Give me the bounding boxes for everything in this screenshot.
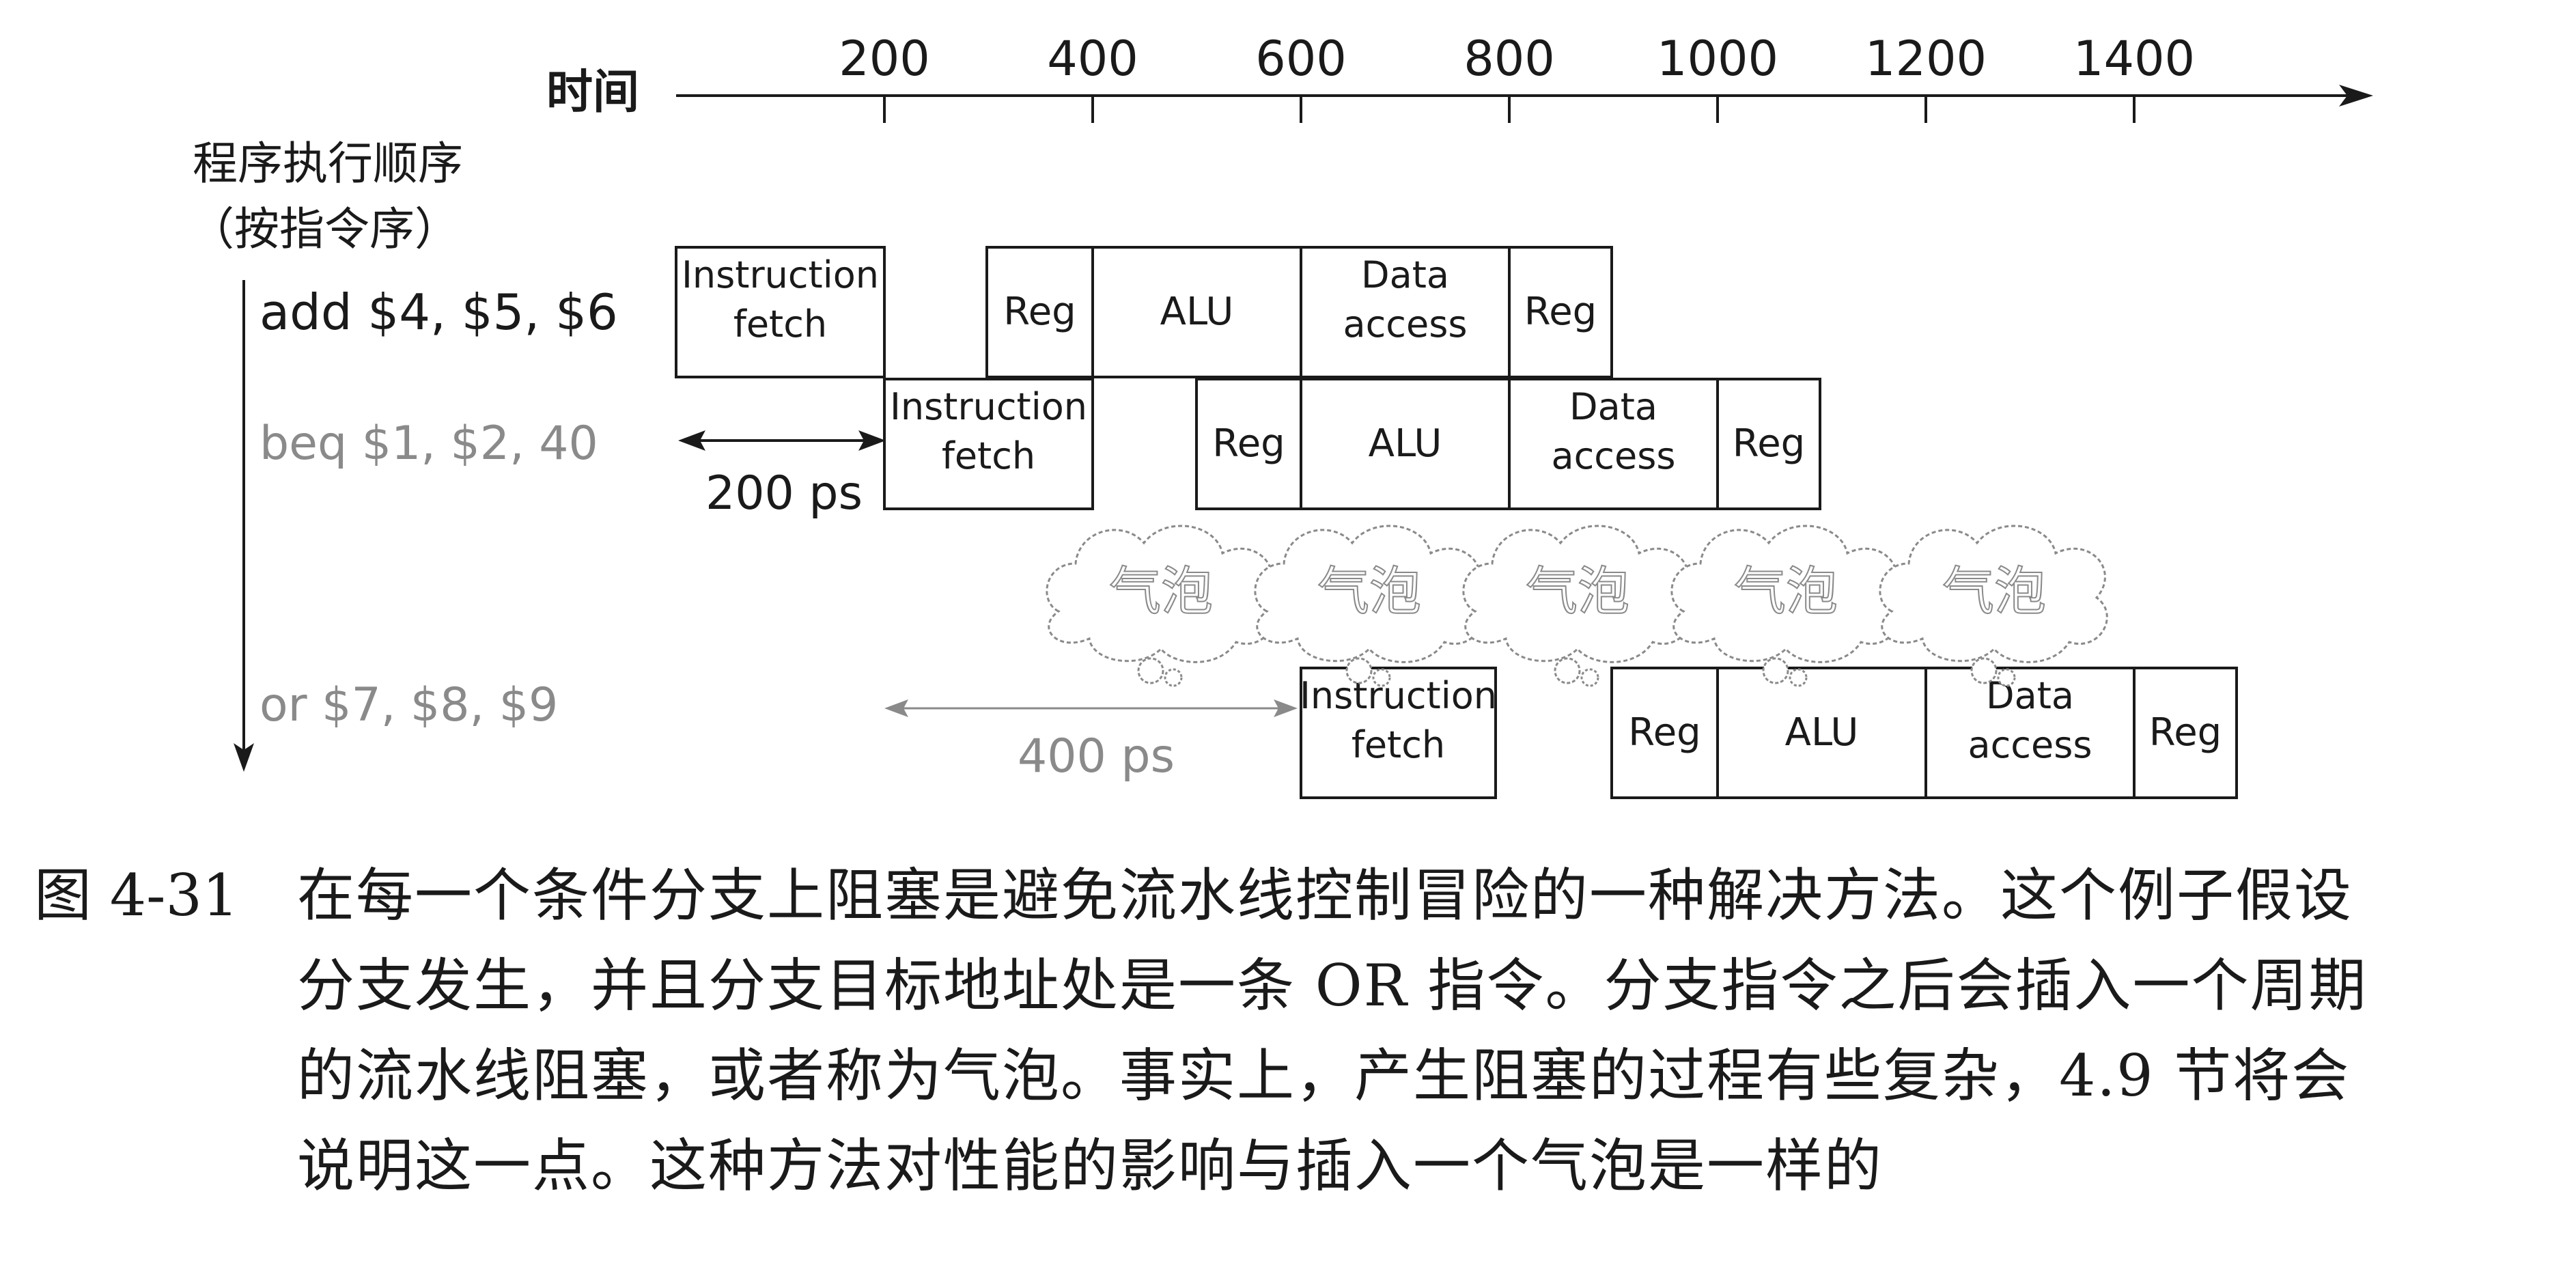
- span-200ps-arrowhead-left: [678, 430, 705, 451]
- bubble-puff: [1164, 668, 1183, 687]
- stage-reg-write-box: [1508, 246, 1613, 378]
- bubble-puff: [1762, 657, 1789, 684]
- caption-line: 在每一个条件分支上阻塞是避免流水线控制冒险的一种解决方法。这个例子假设: [297, 862, 2353, 929]
- caption-line: 分支发生，并且分支目标地址处是一条 OR 指令。分支指令之后会插入一个周期: [297, 952, 2368, 1019]
- bubble-label: 气泡: [1317, 561, 1421, 622]
- stage-reg-write-box: [1716, 378, 1821, 510]
- instruction-beq: beq $1, $2, 40: [260, 417, 598, 471]
- bubble-outline: [1879, 525, 2108, 663]
- stage-fetch-label: Instruction: [890, 385, 1087, 428]
- bubble-puff: [1137, 657, 1164, 684]
- stage-fetch-label: Instruction: [1300, 674, 1497, 717]
- time-axis: 时间 200 400 600 800 1000 1200 1400: [546, 31, 2373, 123]
- bubble-cloud: 气泡: [1254, 525, 1483, 687]
- bubble-puff: [1345, 657, 1373, 684]
- stage-fetch-label: fetch: [942, 434, 1035, 477]
- stage-alu-label: ALU: [1785, 710, 1859, 755]
- instruction-or: or $7, $8, $9: [260, 678, 558, 732]
- stage-alu-label: ALU: [1369, 421, 1442, 466]
- bubble-puff: [1997, 668, 2016, 687]
- pipeline-diagram: 时间 200 400 600 800 1000 1200 1400 程序执行顺序 （按指令序…: [189, 31, 2373, 799]
- bubble-puff: [1554, 657, 1581, 684]
- stage-reg-label: Reg: [1628, 710, 1700, 755]
- program-order-arrowhead: [234, 743, 254, 772]
- stage-reg-write-box: [2133, 667, 2238, 799]
- bubble-puff: [1970, 657, 1998, 684]
- time-tick-label: 1000: [1657, 31, 1778, 87]
- stage-data-label: Data: [1569, 385, 1657, 428]
- span-200ps-label: 200 ps: [705, 467, 863, 520]
- time-tick-label: 200: [839, 31, 930, 87]
- stage-reg-label: Reg: [1524, 290, 1597, 334]
- span-200ps-arrowhead-right: [858, 430, 886, 451]
- instruction-add: add $4, $5, $6: [260, 283, 618, 341]
- stage-data-label: access: [1343, 303, 1468, 346]
- bubble-label: 气泡: [1942, 561, 2046, 622]
- figure-number: 图 4-31: [34, 862, 239, 929]
- bubble-cloud: 气泡: [1462, 525, 1692, 687]
- stage-alu-label: ALU: [1160, 290, 1234, 334]
- program-order-label: 程序执行顺序: [193, 137, 463, 190]
- caption-text: 在每一个条件分支上阻塞是避免流水线控制冒险的一种解决方法。这个例子假设 分支发生…: [297, 850, 2368, 1211]
- stage-fetch-box: [675, 246, 886, 378]
- stage-fetch-label: Instruction: [682, 253, 879, 296]
- stage-reg-label: Reg: [1212, 421, 1285, 466]
- time-tick-label: 1400: [2073, 31, 2195, 87]
- stage-fetch-box: [1300, 667, 1497, 799]
- program-order-sublabel: （按指令序）: [189, 203, 460, 255]
- time-tick-label: 600: [1255, 31, 1347, 87]
- bubble-cloud: 气泡: [1046, 525, 1275, 687]
- caption-line: 说明这一点。这种方法对性能的影响与插入一个气泡是一样的: [297, 1132, 1884, 1199]
- stage-reg-label: Reg: [2149, 710, 2222, 755]
- span-400ps-arrowhead-right: [1274, 699, 1298, 717]
- bubble-label: 气泡: [1109, 561, 1213, 622]
- bubble-puff: [1789, 668, 1808, 687]
- bubble-label: 气泡: [1734, 561, 1838, 622]
- stage-fetch-label: fetch: [1352, 723, 1445, 766]
- bubble-cloud: 气泡: [1670, 525, 1900, 687]
- time-axis-label: 时间: [546, 66, 639, 120]
- bubbles: 气泡 气泡 气泡 气泡 气泡: [1046, 525, 2108, 687]
- stage-fetch-box: [883, 378, 1094, 510]
- stage-data-label: Data: [1361, 253, 1449, 296]
- stage-reg-label: Reg: [1003, 290, 1076, 334]
- span-400ps-label: 400 ps: [1018, 729, 1175, 783]
- time-tick-label: 400: [1047, 31, 1138, 87]
- span-400ps-arrowhead-left: [884, 699, 908, 717]
- time-axis-arrowhead: [2339, 85, 2373, 107]
- bubble-cloud: 气泡: [1879, 525, 2108, 687]
- time-tick-label: 1200: [1865, 31, 1987, 87]
- bubble-puff: [1372, 668, 1391, 687]
- span-400ps: 400 ps: [884, 699, 1298, 783]
- bubble-label: 气泡: [1526, 561, 1629, 622]
- program-order: 程序执行顺序 （按指令序）: [189, 137, 463, 772]
- time-tick-label: 800: [1464, 31, 1555, 87]
- stage-data-label: access: [1968, 723, 2092, 766]
- bubble-puff: [1580, 668, 1599, 687]
- stage-data-label: access: [1552, 434, 1676, 477]
- span-200ps: 200 ps: [678, 430, 886, 520]
- caption-line: 的流水线阻塞，或者称为气泡。事实上，产生阻塞的过程有些复杂，4.9 节将会: [297, 1042, 2351, 1109]
- stage-reg-label: Reg: [1733, 421, 1805, 466]
- stage-fetch-label: fetch: [733, 303, 827, 346]
